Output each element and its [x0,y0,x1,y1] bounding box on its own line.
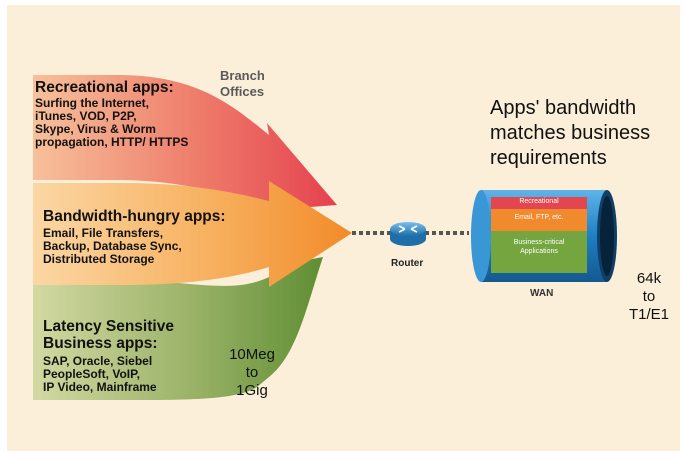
diagram-art [33,75,617,400]
pipe-label-applications: Applications [520,248,558,255]
bandwidth-line: Distributed Storage [43,252,155,266]
recreational-line: Skype, Virus & Worm [35,122,156,136]
wan-speed-line: T1/E1 [628,306,670,323]
lan-speed-line: 10Meg [229,346,275,363]
recreational-line: propagation, HTTP/ HTTPS [35,135,189,149]
router-icon [390,222,426,246]
latency-title-2: Business apps: [43,335,158,352]
bandwidth-arrow [33,181,352,287]
latency-title: Latency Sensitive [43,318,174,335]
branch-label-line: Branch [220,68,265,83]
latency-line: PeopleSoft, VoIP, [43,367,140,381]
wan-speed: 64k to T1/E1 [623,270,675,324]
lan-speed-line: to [245,364,259,381]
latency-arrow [33,257,323,400]
headline-line: Apps' bandwidth [490,97,637,119]
pipe-layer-business [491,231,587,273]
bandwidth-body: Email, File Transfers, Backup, Database … [43,227,293,266]
wan-pipe [471,190,617,282]
pipe-label-recreational: Recreational [519,198,559,205]
wan-speed-line: 64k [636,270,662,287]
recreational-line: iTunes, VOD, P2P, [35,109,137,123]
recreational-line: Surfing the Internet, [35,96,149,110]
pipe-label-email: Email, FTP, etc. [514,214,564,221]
recreational-arrow [33,75,337,210]
latency-line: IP Video, Mainframe [43,380,157,394]
recreational-body: Surfing the Internet, iTunes, VOD, P2P, … [35,97,285,149]
headline-line: matches business [490,122,651,144]
pipe-layer-recreational [491,197,587,209]
bandwidth-line: Email, File Transfers, [43,226,164,240]
headline-line: requirements [490,147,607,169]
latency-line: SAP, Oracle, Siebel [43,354,153,368]
lan-speed: 10Meg to 1Gig [227,346,277,400]
branch-offices-label: Branch Offices [220,68,265,100]
lan-speed-line: 1Gig [236,382,268,399]
recreational-title: Recreational apps: [35,79,174,96]
headline: Apps' bandwidth matches business require… [490,96,650,171]
wan-speed-line: to [642,288,656,305]
router-label: Router [391,258,424,269]
pipe-layer-email [491,209,587,231]
bandwidth-title: Bandwidth-hungry apps: [43,208,226,225]
bandwidth-line: Backup, Database Sync, [43,239,182,253]
wan-label: WAN [530,288,554,299]
latency-body: SAP, Oracle, Siebel PeopleSoft, VoIP, IP… [43,355,263,394]
branch-label-line: Offices [220,84,265,99]
diagram-panel: Recreational apps: Surfing the Internet,… [7,5,680,451]
pipe-label-business: Business-critical [513,239,565,246]
